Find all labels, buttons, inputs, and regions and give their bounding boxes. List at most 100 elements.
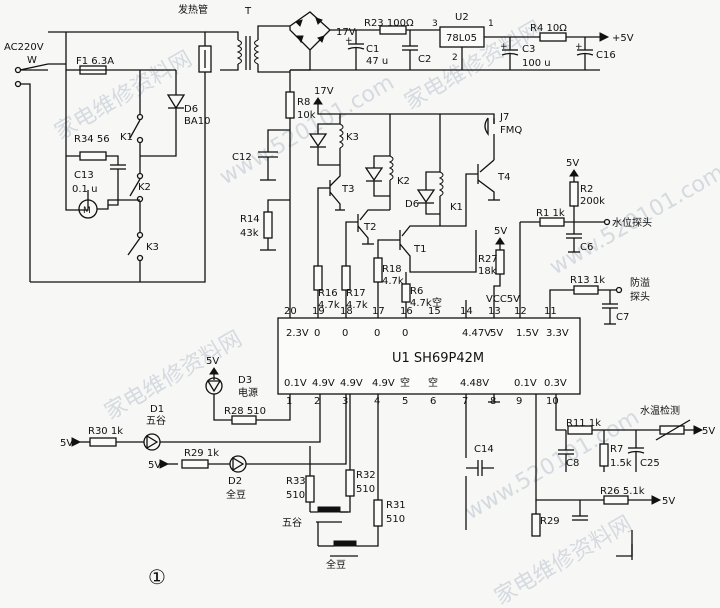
r34-resistor	[79, 151, 107, 161]
t2-label: T2	[363, 222, 376, 233]
mcu-pin-top-number: 15	[428, 306, 441, 317]
r17-value: 4.7k	[346, 300, 368, 311]
figure-number: ①	[148, 565, 166, 589]
r29b-label: R29 1k	[184, 448, 219, 459]
r11-label: R11 1k	[566, 418, 601, 429]
r32-label: R32	[356, 470, 376, 481]
mcu-pin-bottom-voltage: 0.3V	[544, 378, 567, 389]
r16-value: 4.7k	[318, 300, 340, 311]
r6-value: 4.7k	[410, 298, 432, 309]
mcu-pin-bottom-voltage: 4.9V	[312, 378, 335, 389]
d6-driver-label: D6	[405, 199, 419, 210]
r30-resistor	[89, 437, 117, 447]
mcu-pin-bottom-number: 1	[286, 396, 292, 407]
plus5v-label: +5V	[612, 33, 634, 44]
r17-resistor	[341, 265, 351, 291]
watermark-text: 家电维修资料网	[491, 512, 637, 608]
mcu-pin-top-number: 19	[312, 306, 325, 317]
water-probe-label: 水位探头	[612, 216, 652, 229]
r7-resistor	[599, 443, 609, 467]
d1-label: D1	[150, 404, 164, 415]
r27-label: R27	[478, 254, 498, 265]
mcu-pin-bottom-number: 5	[402, 396, 408, 407]
v17b-label: 17V	[314, 86, 334, 97]
nc-label: 空	[432, 296, 442, 309]
wugu-led-label: 五谷	[146, 415, 166, 427]
c16-label: C16	[596, 50, 616, 61]
mcu-pin-top-voltage: 3.3V	[546, 328, 569, 339]
t4-label: T4	[497, 172, 510, 183]
k2-label: K2	[138, 182, 151, 193]
mcu-pin-top-voltage: 5V	[490, 328, 503, 339]
mcu-pin-top-voltage: 1.5V	[516, 328, 539, 339]
mcu-pin-bottom-voltage: 空	[400, 376, 410, 389]
r30-label: R30 1k	[88, 426, 123, 437]
r31-value: 510	[386, 514, 405, 525]
mcu-pin-bottom-voltage: 4.9V	[340, 378, 363, 389]
r33-value: 510	[286, 490, 305, 501]
r2-label: R2	[580, 184, 593, 195]
r28-label: R28 510	[224, 406, 266, 417]
mcu-pin-top-number: 17	[372, 306, 385, 317]
k3-coil-label: K3	[346, 132, 359, 143]
r14-value: 43k	[240, 228, 259, 239]
r31-label: R31	[386, 500, 406, 511]
transformer-label: T	[244, 6, 252, 17]
c1-label: C1	[366, 44, 379, 55]
k2-coil-label: K2	[397, 176, 410, 187]
keypad-led-section: 5V D3 电源 R28 510 D1 五谷 5V R30 1k 5V R29 …	[60, 356, 633, 589]
mcu-pin-bottom-voltage: 0.1V	[514, 378, 537, 389]
u2-pin-1: 1	[488, 19, 494, 29]
r18-value: 4.7k	[382, 276, 404, 287]
switch-w-label: W	[27, 55, 37, 66]
quandou-led-label: 全豆	[226, 488, 246, 501]
watermark-text: 家电维修资料网	[51, 47, 197, 146]
quandou-key[interactable]	[333, 540, 357, 547]
c25-label: C25	[640, 458, 660, 469]
wugu-key[interactable]	[317, 506, 341, 513]
r7-label: R7	[610, 444, 623, 455]
mcu-pin-bottom-number: 7	[462, 396, 468, 407]
temp-sensor-label: 水温检测	[640, 404, 680, 417]
mcu-pin-bottom-number: 4	[374, 396, 380, 407]
mcu-pin-bottom-voltage: 0.1V	[284, 378, 307, 389]
mcu-pin-top-number: 20	[284, 306, 297, 317]
power-supply-section: 发热管 T 17V + C1 47 u R23 100Ω	[30, 3, 634, 283]
mcu-pin-top-voltage: 0	[342, 328, 348, 339]
regulator-label: 78L05	[446, 33, 477, 44]
bridge-rectifier	[289, 11, 331, 51]
anti-overflow-label: 防溢	[630, 276, 650, 289]
r1-label: R1 1k	[536, 208, 565, 219]
k1-coil-label: K1	[450, 202, 463, 213]
mcu-pin-bottom-number: 9	[516, 396, 522, 407]
mcu-body	[277, 317, 581, 395]
mcu-pin-top-voltage: 4.47V	[462, 328, 491, 339]
mcu-pin-top-number: 12	[514, 306, 527, 317]
vcc-label: VCC5V	[486, 294, 520, 305]
r29b-resistor	[181, 459, 209, 469]
svg-text:+: +	[345, 36, 353, 46]
r31-resistor	[373, 499, 383, 527]
r26-label: R26 5.1k	[600, 486, 645, 497]
r6-label: R6	[410, 286, 423, 297]
u2-pin-3: 3	[432, 19, 438, 29]
r27-value: 18k	[478, 266, 497, 277]
k3-label: K3	[146, 242, 159, 253]
r13-label: R13 1k	[570, 275, 605, 286]
v17-label: 17V	[336, 27, 356, 38]
r27-5v-label: 5V	[494, 226, 507, 237]
k1-label: K1	[120, 132, 133, 143]
c3-value: 100 u	[522, 58, 551, 69]
c7-label: C7	[616, 312, 629, 323]
quandou-key-label: 全豆	[326, 558, 346, 571]
mcu-pin-top-voltage: 0	[402, 328, 408, 339]
power-led-label: 电源	[238, 386, 258, 399]
r6-resistor	[401, 283, 411, 303]
c12-label: C12	[232, 152, 252, 163]
c13-label: C13	[74, 170, 94, 181]
r4-label: R4 10Ω	[530, 23, 567, 34]
t1-label: T1	[413, 244, 426, 255]
c14-label: C14	[474, 444, 494, 455]
d3-label: D3	[238, 375, 252, 386]
mcu-pin-top-voltage: 2.3V	[286, 328, 309, 339]
